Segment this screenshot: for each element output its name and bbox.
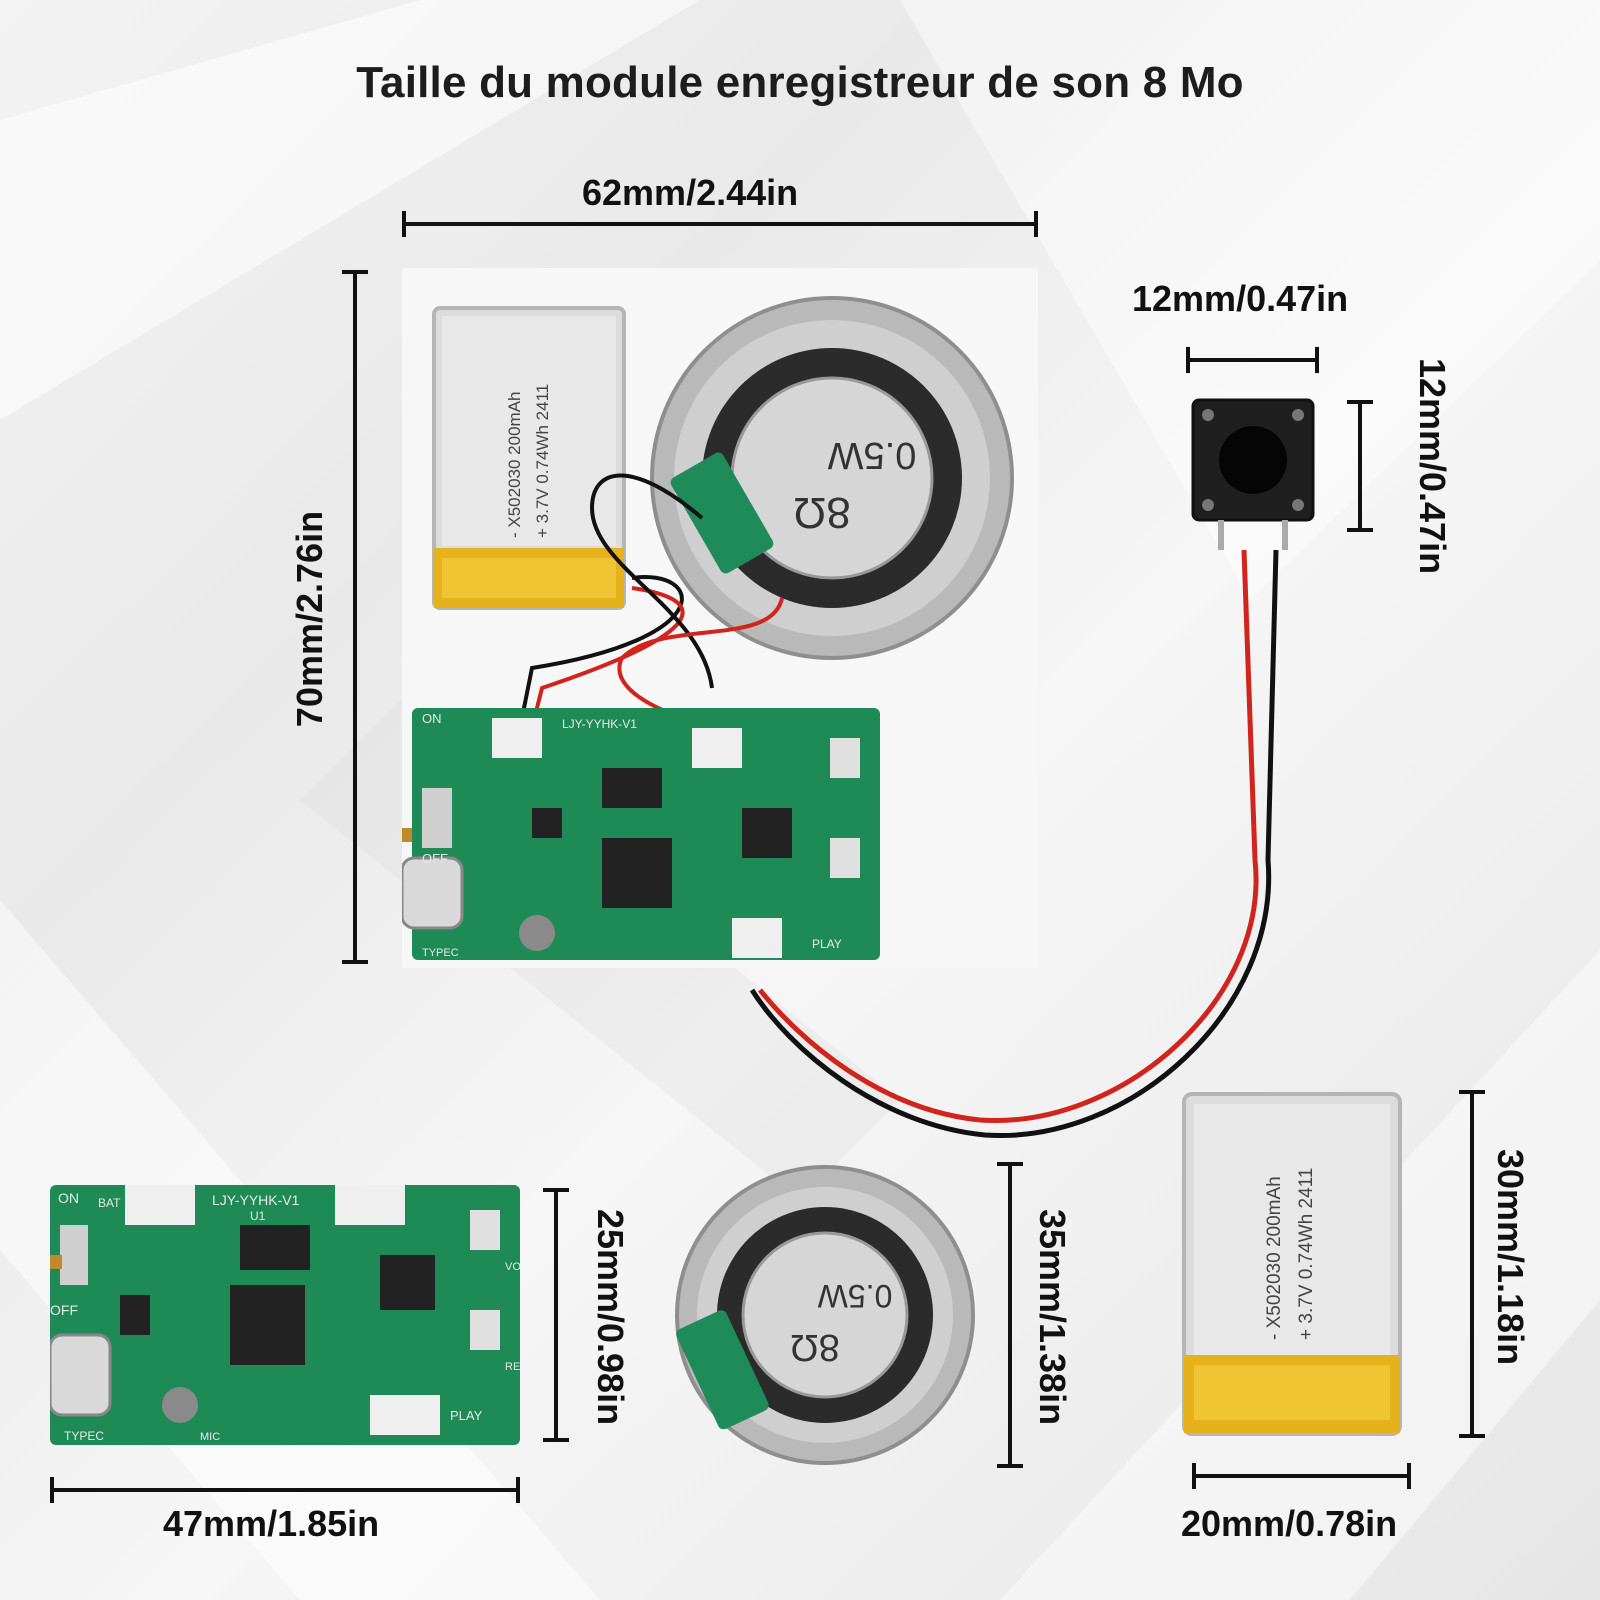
- svg-text:VOL: VOL: [505, 1261, 520, 1273]
- svg-text:U1: U1: [250, 1209, 266, 1223]
- svg-text:0.5W: 0.5W: [817, 1278, 892, 1314]
- svg-text:8Ω: 8Ω: [790, 1326, 840, 1368]
- button-width-label: 12mm/0.47in: [1132, 278, 1349, 319]
- svg-text:MIC: MIC: [200, 1431, 220, 1443]
- svg-text:OFF: OFF: [422, 851, 448, 866]
- svg-text:+ 3.7V 0.74Wh 2411: + 3.7V 0.74Wh 2411: [533, 384, 552, 538]
- page-title: Taille du module enregistreur de son 8 M…: [356, 58, 1244, 107]
- svg-text:TYPEC: TYPEC: [422, 947, 459, 959]
- svg-text:BAT: BAT: [98, 1196, 121, 1210]
- svg-text:PLAY: PLAY: [812, 937, 842, 951]
- button-height-line: [1347, 400, 1373, 532]
- svg-text:- X502030 200mAh: - X502030 200mAh: [1264, 1176, 1285, 1340]
- board-height-line: [543, 1188, 569, 1442]
- svg-text:TYPEC: TYPEC: [64, 1429, 104, 1443]
- module-assembly-photo: - X502030 200mAh + 3.7V 0.74Wh 2411 0.5W…: [392, 268, 1038, 968]
- svg-text:OFF: OFF: [50, 1302, 78, 1318]
- speaker-image: 0.5W 8Ω: [650, 296, 1014, 660]
- battery-width-label: 20mm/0.78in: [1181, 1503, 1398, 1544]
- svg-text:8Ω: 8Ω: [793, 488, 850, 537]
- battery-image: - X502030 200mAh + 3.7V 0.74Wh 2411: [432, 306, 626, 610]
- module-width-label: 62mm/2.44in: [582, 172, 799, 213]
- board-width-line: [50, 1477, 520, 1503]
- battery-width-line: [1192, 1463, 1411, 1489]
- battery-height-line: [1459, 1090, 1485, 1438]
- pcb-board-image: ON OFF LJY-YYHK-V1 PLAY TYPEC: [392, 708, 880, 960]
- speaker-height-label: 35mm/1.38in: [1032, 1208, 1073, 1426]
- module-height-line: [342, 270, 368, 964]
- svg-text:ON: ON: [58, 1190, 79, 1206]
- svg-text:- X502030 200mAh: - X502030 200mAh: [505, 392, 524, 539]
- battery-photo: - X502030 200mAh + 3.7V 0.74Wh 2411: [1180, 1090, 1405, 1440]
- module-width-line: [402, 211, 1038, 237]
- svg-text:0.5W: 0.5W: [828, 434, 917, 476]
- push-button-photo: [1188, 395, 1318, 595]
- board-height-label: 25mm/0.98in: [590, 1208, 631, 1426]
- speaker-height-line: [997, 1162, 1023, 1468]
- speaker-photo: 0.5W 8Ω: [670, 1165, 980, 1465]
- pcb-board-photo: ON OFF LJY-YYHK-V1 BAT PLAY TYPEC VOL RE…: [44, 1185, 528, 1445]
- svg-text:+ 3.7V 0.74Wh 2411: + 3.7V 0.74Wh 2411: [1296, 1168, 1317, 1340]
- battery-height-label: 30mm/1.18in: [1490, 1148, 1531, 1366]
- button-width-line: [1186, 347, 1319, 373]
- svg-text:LJY-YYHK-V1: LJY-YYHK-V1: [562, 717, 637, 731]
- svg-text:REC: REC: [505, 1361, 520, 1373]
- svg-text:ON: ON: [422, 711, 442, 726]
- svg-text:PLAY: PLAY: [450, 1408, 483, 1423]
- svg-text:LJY-YYHK-V1: LJY-YYHK-V1: [212, 1192, 300, 1208]
- board-width-label: 47mm/1.85in: [163, 1503, 380, 1544]
